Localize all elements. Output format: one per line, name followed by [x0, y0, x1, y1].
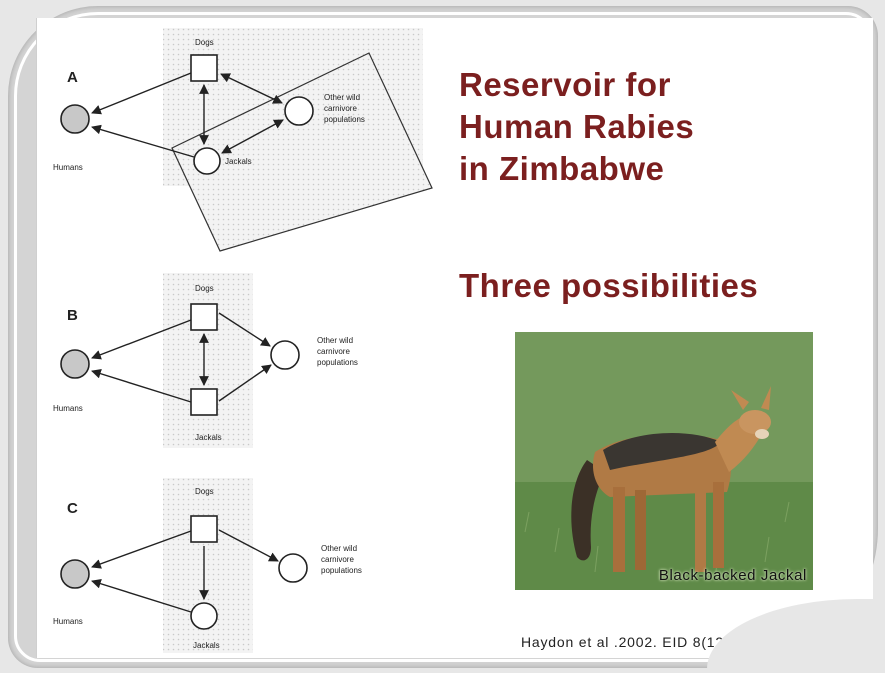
- other-label-b-2: carnivore: [317, 347, 350, 356]
- dogs-label-c: Dogs: [195, 487, 214, 496]
- diagram-b: B Dogs Humans Jackals Other wild carnivo…: [53, 273, 358, 448]
- humans-label-a: Humans: [53, 163, 83, 172]
- jackal-photo: Black-backed Jackal: [515, 332, 813, 590]
- humans-label-b: Humans: [53, 404, 83, 413]
- photo-caption: Black-backed Jackal: [659, 567, 807, 584]
- jackals-label-c: Jackals: [193, 641, 220, 650]
- other-label-a-2: carnivore: [324, 104, 357, 113]
- slide-subtitle: Three possibilities: [459, 266, 859, 306]
- humans-node-c: [61, 560, 89, 588]
- other-label-c-3: populations: [321, 566, 362, 575]
- other-label-a-1: Other wild: [324, 93, 360, 102]
- dogs-label-a: Dogs: [195, 38, 214, 47]
- diagram-b-letter: B: [67, 307, 78, 324]
- dogs-node-a: [191, 55, 217, 81]
- jackals-node-b: [191, 389, 217, 415]
- dogs-node-c: [191, 516, 217, 542]
- other-label-b-1: Other wild: [317, 336, 353, 345]
- other-carnivores-node-c: [279, 554, 307, 582]
- other-label-b-3: populations: [317, 358, 358, 367]
- humans-label-c: Humans: [53, 617, 83, 626]
- jackals-node-c: [191, 603, 217, 629]
- humans-node-b: [61, 350, 89, 378]
- shaded-region-b: [163, 273, 253, 448]
- dogs-node-b: [191, 304, 217, 330]
- jackals-label-a: Jackals: [225, 157, 252, 166]
- diagram-a-letter: A: [67, 69, 78, 86]
- jackal-illustration: [515, 332, 813, 590]
- diagram-c: C Dogs Humans Jackals Other wild carnivo…: [53, 478, 362, 653]
- jackals-node-a: [194, 148, 220, 174]
- diagram-c-letter: C: [67, 500, 78, 517]
- other-carnivores-node-a: [285, 97, 313, 125]
- jackals-label-b: Jackals: [195, 433, 222, 442]
- slide-title: Reservoir for Human Rabies in Zimbabwe: [459, 64, 849, 190]
- other-label-a-3: populations: [324, 115, 365, 124]
- other-label-c-2: carnivore: [321, 555, 354, 564]
- diagram-a: A Dogs Humans Jackals Other wild carnivo…: [53, 28, 432, 251]
- other-label-c-1: Other wild: [321, 544, 357, 553]
- other-carnivores-node-b: [271, 341, 299, 369]
- dogs-label-b: Dogs: [195, 284, 214, 293]
- slide: A Dogs Humans Jackals Other wild carnivo…: [36, 18, 873, 658]
- humans-node-a: [61, 105, 89, 133]
